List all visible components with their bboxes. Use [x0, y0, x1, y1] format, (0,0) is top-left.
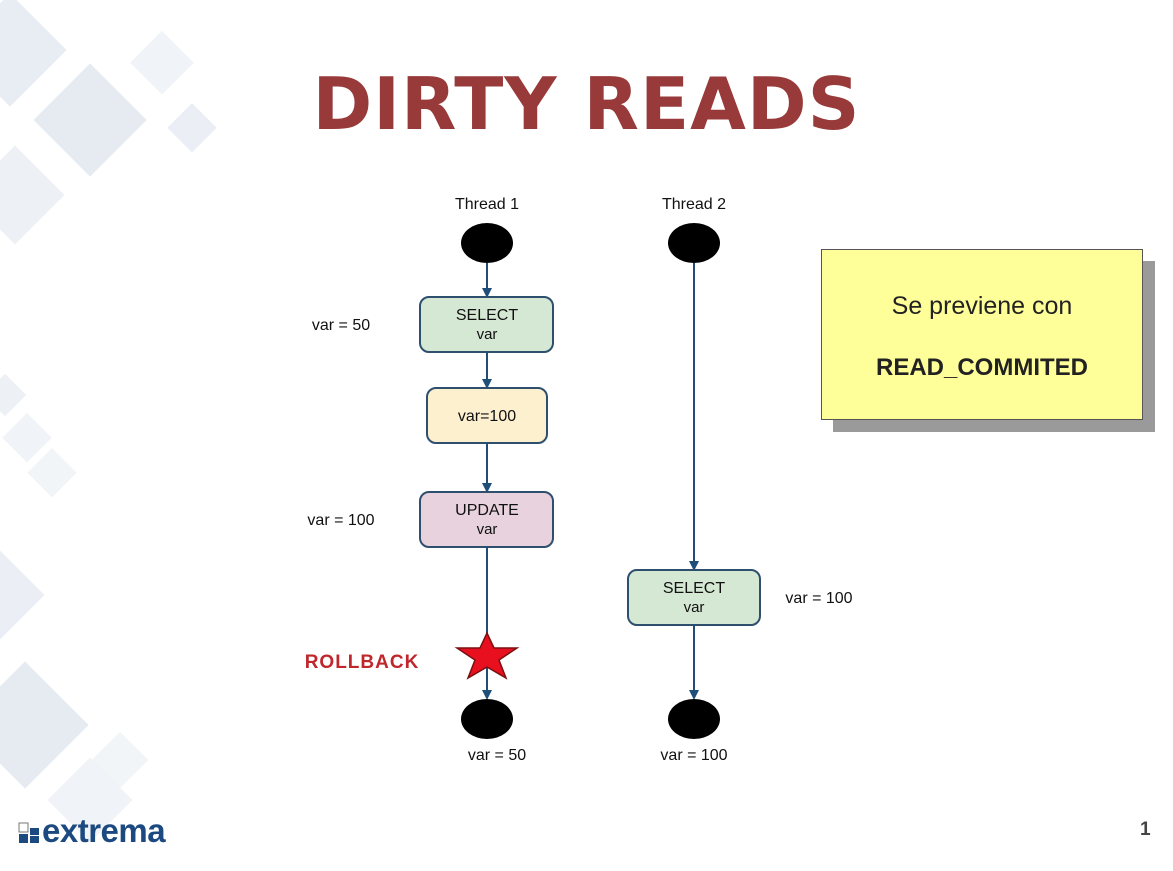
thread2-label: Thread 2: [662, 196, 726, 213]
slide-title: DIRTY READS: [312, 62, 861, 146]
note-box: Se previene con READ_COMMITED: [821, 249, 1143, 420]
thread2-end-node: [668, 699, 720, 739]
thread1-label: Thread 1: [455, 196, 519, 213]
thread1-end-value: var = 50: [468, 747, 526, 764]
select-label: SELECT: [663, 580, 725, 597]
thread2-end-value: var = 100: [660, 747, 727, 764]
select-var-label: var: [477, 326, 498, 343]
assign-label: var=100: [458, 408, 516, 425]
thread1-select-box: [419, 296, 554, 353]
logo-squares-icon: [18, 822, 39, 843]
thread1-update-value: var = 100: [307, 512, 374, 529]
note-line2: READ_COMMITED: [875, 354, 1088, 381]
thread1-select-value: var = 50: [312, 317, 370, 334]
logo-text: extrema: [42, 812, 166, 849]
background-decoration: [0, 0, 217, 843]
select-var-label: var: [684, 599, 705, 616]
thread2-select-box: [627, 569, 761, 626]
thread2-start-node: [668, 223, 720, 263]
thread1-update-box: [419, 491, 554, 548]
logo: extrema: [18, 812, 166, 850]
update-label: UPDATE: [455, 502, 519, 519]
select-label: SELECT: [456, 307, 518, 324]
note-line1: Se previene con: [891, 292, 1073, 320]
rollback-label: ROLLBACK: [305, 652, 420, 673]
thread1-end-node: [461, 699, 513, 739]
page-number: 1: [1140, 819, 1151, 840]
rollback-star-icon: [454, 631, 520, 680]
update-var-label: var: [477, 521, 498, 538]
thread1-start-node: [461, 223, 513, 263]
thread2-select-value: var = 100: [785, 590, 852, 607]
